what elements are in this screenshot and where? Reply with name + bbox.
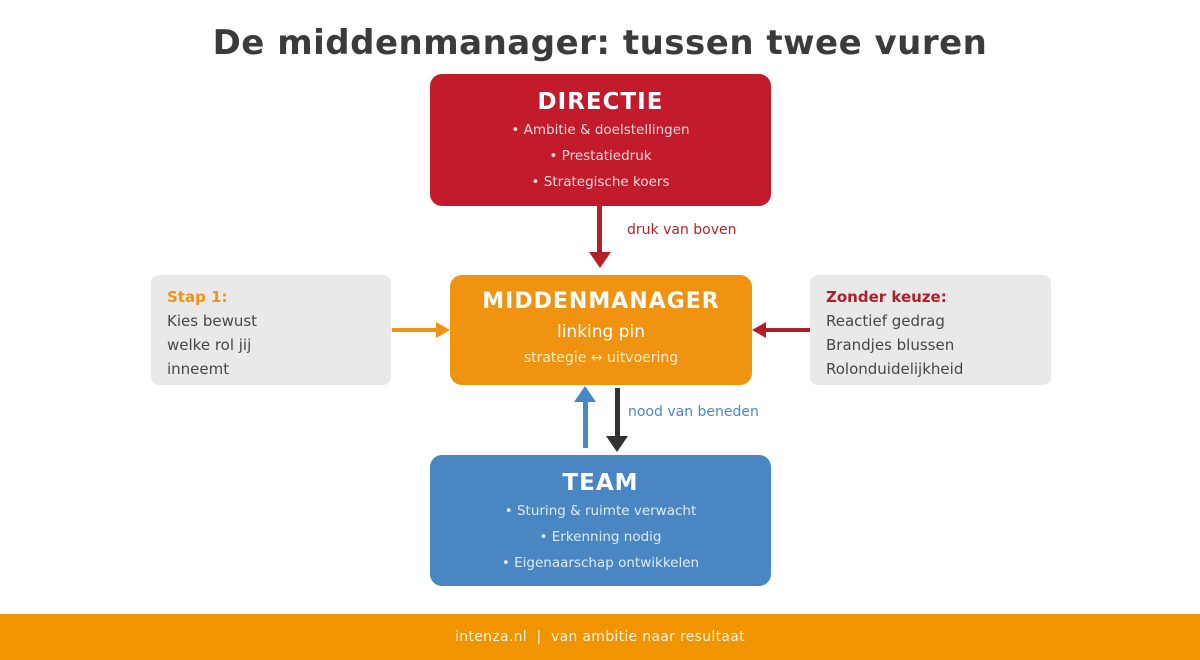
team-bullet-2: Erkenning nodig bbox=[430, 524, 771, 550]
team-bullet-3: Eigenaarschap ontwikkelen bbox=[430, 550, 771, 576]
footer-text: intenza.nl | van ambitie naar resultaat bbox=[455, 629, 745, 645]
stap1-box: Stap 1: Kies bewust welke rol jij inneem… bbox=[151, 275, 391, 385]
right-arrow-icon bbox=[436, 322, 450, 338]
directie-bullet-2: Prestatiedruk bbox=[430, 143, 771, 169]
footer-bar: intenza.nl | van ambitie naar resultaat bbox=[0, 614, 1200, 660]
label-druk-van-boven: druk van boven bbox=[627, 222, 737, 238]
zonder-keuze-box: Zonder keuze: Reactief gedrag Brandjes b… bbox=[810, 275, 1051, 385]
team-box: TEAM Sturing & ruimte verwacht Erkenning… bbox=[430, 455, 771, 586]
middenmanager-title: MIDDENMANAGER bbox=[482, 289, 720, 314]
team-title: TEAM bbox=[562, 470, 639, 496]
team-bullet-1: Sturing & ruimte verwacht bbox=[430, 498, 771, 524]
zonder-keuze-line-3: Rolonduidelijkheid bbox=[826, 360, 964, 378]
stap1-line-2: welke rol jij bbox=[167, 336, 252, 354]
arrow-stap1-to-middenmanager-line bbox=[392, 328, 436, 332]
page-title: De middenmanager: tussen twee vuren bbox=[212, 23, 988, 63]
down-arrow-icon bbox=[589, 252, 611, 268]
arrow-team-to-middenmanager-line bbox=[583, 401, 588, 448]
directie-box: DIRECTIE Ambitie & doelstellingen Presta… bbox=[430, 74, 771, 206]
left-arrow-icon bbox=[752, 322, 766, 338]
label-nood-van-beneden: nood van beneden bbox=[628, 404, 759, 420]
stap1-line-3: inneemt bbox=[167, 360, 230, 378]
arrow-zonderkeuze-to-middenmanager-line bbox=[766, 328, 810, 332]
stap1-heading: Stap 1: bbox=[167, 288, 228, 306]
middenmanager-box: MIDDENMANAGER linking pin strategie ↔ ui… bbox=[450, 275, 752, 385]
arrow-middenmanager-to-team-line bbox=[615, 388, 620, 436]
up-arrow-icon bbox=[574, 386, 596, 402]
stap1-line-1: Kies bewust bbox=[167, 312, 258, 330]
directie-title: DIRECTIE bbox=[537, 89, 664, 115]
arrow-directie-to-middenmanager-line bbox=[597, 206, 602, 252]
directie-bullet-1: Ambitie & doelstellingen bbox=[430, 117, 771, 143]
middenmanager-subtitle: linking pin bbox=[556, 322, 646, 342]
zonder-keuze-line-1: Reactief gedrag bbox=[826, 312, 945, 330]
middenmanager-tagline: strategie ↔ uitvoering bbox=[523, 350, 679, 366]
directie-bullet-3: Strategische koers bbox=[430, 169, 771, 195]
down-arrow-dark-icon bbox=[606, 436, 628, 452]
zonder-keuze-line-2: Brandjes blussen bbox=[826, 336, 955, 354]
zonder-keuze-heading: Zonder keuze: bbox=[826, 288, 947, 306]
